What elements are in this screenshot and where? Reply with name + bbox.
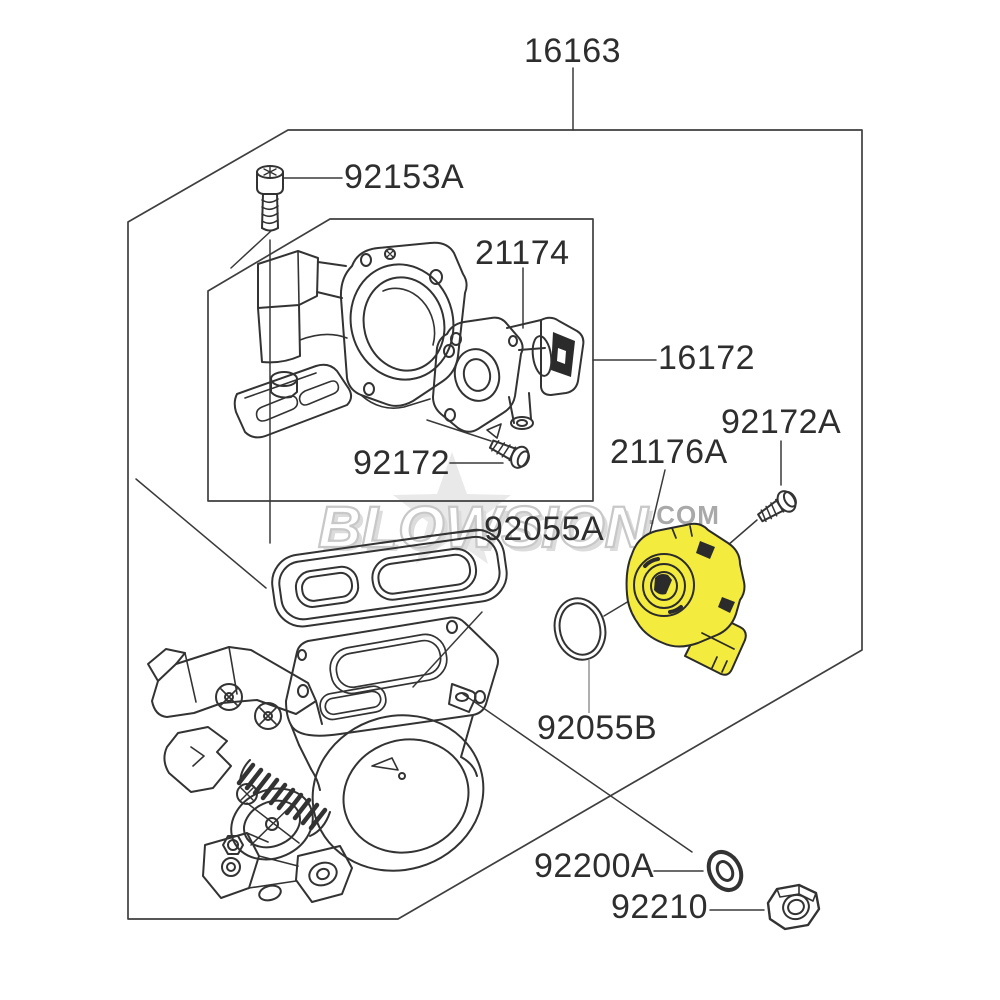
tps-sensor-21176a	[625, 522, 747, 676]
throttle-body-main	[147, 616, 499, 903]
leader-21176a	[648, 469, 666, 538]
part-label-92172: 92172	[353, 444, 451, 482]
axis-92153a-2	[230, 230, 272, 269]
bolt-92153a	[256, 165, 284, 232]
idle-air-valve-21174	[432, 316, 585, 439]
part-label-92210: 92210	[611, 888, 709, 926]
bolt-92172	[488, 439, 530, 469]
part-label-92055b: 92055B	[537, 709, 658, 747]
bolt-92172a	[757, 490, 797, 523]
part-label-21174: 21174	[475, 234, 570, 272]
axis-oring-sensor	[603, 600, 630, 617]
part-label-21176a: 21176A	[610, 433, 728, 471]
nut-92210	[766, 883, 821, 931]
gasket-92055a	[271, 528, 508, 628]
o-ring-92055b	[553, 597, 607, 661]
part-label-16163: 16163	[524, 32, 622, 70]
axis-92172	[426, 419, 492, 442]
inner-boundary-box	[207, 218, 594, 502]
part-label-16172: 16172	[658, 339, 756, 377]
throttle-body-cover	[233, 241, 468, 439]
watermark-star	[393, 452, 511, 564]
part-label-92153a: 92153A	[344, 158, 465, 196]
washer-92200a	[706, 849, 744, 893]
outer-boundary-box	[127, 129, 863, 920]
axis-body-washer	[462, 693, 693, 853]
watermark-brand: BLOWSION	[318, 495, 649, 560]
part-label-92055a: 92055A	[484, 510, 605, 548]
part-label-92172a: 92172A	[721, 403, 842, 441]
axis-cover-body	[135, 478, 267, 589]
part-label-92200a: 92200A	[534, 847, 655, 885]
